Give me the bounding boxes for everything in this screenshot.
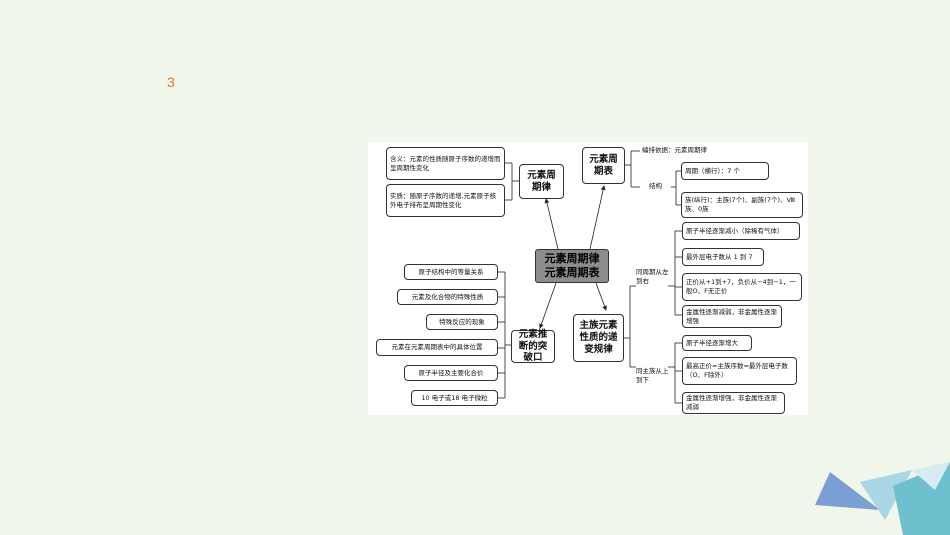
inference-title: 元素推断的突破口 — [518, 328, 548, 364]
same-group-item: 最高正价=主族序数=最外层电子数（O、F除外） — [682, 357, 797, 385]
law-essence-text: 实质：随原子序数的递增,元素原子核外电子排布呈周期性变化 — [390, 191, 497, 209]
same-period-item-text: 最外层电子数从 1 到 7 — [686, 252, 753, 261]
hub-line-1: 元素周期律 — [544, 252, 600, 266]
inference-item: 原子半径及主要化合价 — [404, 365, 498, 381]
inference-item: 元素及化合物的特殊性质 — [397, 289, 498, 305]
same-period-item-text: 金属性逐渐减弱，非金属性逐渐增强 — [686, 307, 777, 325]
inference-item-text: 原子结构中的等量关系 — [418, 267, 484, 276]
inference-item: 10 电子或18 电子微粒 — [411, 390, 498, 406]
main-group-title: 主族元素性质的递变规律 — [579, 320, 618, 355]
hub-line-2: 元素周期表 — [544, 266, 600, 279]
table-period-box: 周期（横行）：7 个 — [681, 162, 769, 180]
same-group-item-text: 原子半径逐渐增大 — [686, 338, 738, 347]
same-period-item: 金属性逐渐减弱，非金属性逐渐增强 — [682, 305, 782, 328]
table-node: 元素周期表 — [582, 147, 625, 184]
inference-item: 元素在元素周期表中的具体位置 — [376, 339, 498, 356]
table-basis-label: 编排依据：元素周期律 — [642, 146, 707, 154]
concept-map: 元素周期律 元素周期表 含义：元素的性质随原子序数的递增而呈周期性变化 实质：随… — [368, 142, 808, 415]
inference-item: 原子结构中的等量关系 — [404, 264, 498, 280]
law-title: 元素周期律 — [527, 169, 556, 193]
inference-node: 元素推断的突破口 — [511, 328, 555, 364]
law-essence-box: 实质：随原子序数的递增,元素原子核外电子排布呈周期性变化 — [386, 184, 505, 217]
table-group-text: 族(纵行)：主族(7个)、副族(7个)、Ⅷ族、0族 — [685, 196, 796, 213]
same-group-item: 金属性逐渐增强，非金属性逐渐减弱 — [682, 392, 785, 414]
inference-item-text: 原子半径及主要化合价 — [418, 368, 484, 377]
inference-item-text: 10 电子或18 电子微粒 — [421, 393, 488, 402]
same-group-item: 原子半径逐渐增大 — [682, 335, 752, 351]
same-period-item-text: 正价从+1到+7，负价从−4到−1，一般O、F无正价 — [686, 278, 796, 295]
table-period-text: 周期（横行）：7 个 — [685, 166, 740, 175]
same-group-item-text: 最高正价=主族序数=最外层电子数（O、F除外） — [686, 362, 788, 379]
table-title: 元素周期表 — [589, 153, 618, 177]
page-number: 3 — [167, 74, 175, 90]
law-meaning-text: 含义：元素的性质随原子序数的递增而呈周期性变化 — [390, 154, 501, 172]
main-group-node: 主族元素性质的递变规律 — [573, 314, 624, 362]
law-node: 元素周期律 — [519, 164, 564, 199]
same-period-item: 原子半径逐渐减小（除稀有气体） — [682, 222, 800, 240]
inference-item-text: 特殊反应的现象 — [439, 317, 485, 326]
table-structure-label: 结构 — [649, 182, 662, 190]
law-meaning-box: 含义：元素的性质随原子序数的递增而呈周期性变化 — [386, 147, 505, 180]
same-period-item: 正价从+1到+7，负价从−4到−1，一般O、F无正价 — [682, 273, 802, 301]
same-period-item-text: 原子半径逐渐减小（除稀有气体） — [686, 226, 784, 235]
inference-item-text: 元素在元素周期表中的具体位置 — [391, 343, 483, 352]
connector-lines — [498, 150, 682, 404]
same-period-label: 同周期从左到右 — [636, 268, 669, 285]
same-period-item: 最外层电子数从 1 到 7 — [682, 248, 764, 266]
inference-item-text: 元素及化合物的特殊性质 — [411, 292, 484, 301]
same-group-label: 同主族从上到下 — [636, 367, 669, 384]
hub-node: 元素周期律 元素周期表 — [535, 249, 609, 283]
inference-item: 特殊反应的现象 — [426, 314, 498, 330]
same-group-item-text: 金属性逐渐增强，非金属性逐渐减弱 — [686, 394, 777, 411]
table-group-box: 族(纵行)：主族(7个)、副族(7个)、Ⅷ族、0族 — [681, 192, 803, 218]
